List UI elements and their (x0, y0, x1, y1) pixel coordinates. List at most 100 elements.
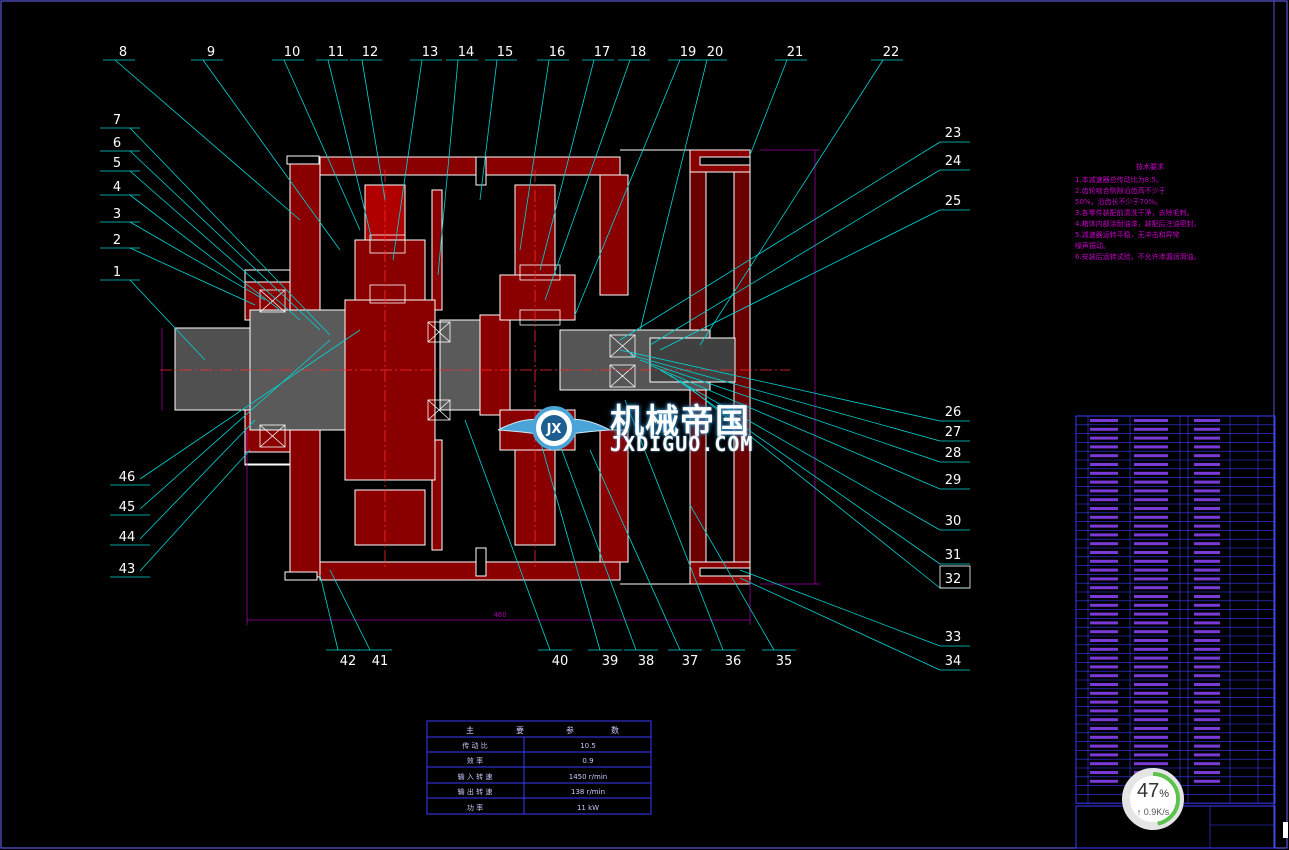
bom-text-mark (1134, 621, 1168, 625)
leader-line (129, 221, 266, 301)
bom-text-mark (1194, 507, 1220, 510)
bom-text-mark (1194, 586, 1220, 590)
bom-text-mark (1090, 427, 1118, 431)
callout-number: 39 (602, 654, 619, 669)
leader-line (689, 504, 775, 651)
leader-line (659, 209, 941, 351)
callout-number: 44 (119, 530, 136, 545)
bom-text-mark (1090, 577, 1118, 581)
bom-text-mark (1194, 559, 1220, 563)
bom-text-mark (1194, 621, 1220, 625)
leader-line (202, 59, 341, 251)
bom-text-mark (1134, 735, 1168, 739)
callout-number: 18 (630, 45, 647, 60)
bom-text-mark (1090, 498, 1118, 502)
bom-text-mark (1090, 683, 1118, 686)
speed-percent: 47% (1136, 780, 1170, 802)
leader-line (539, 439, 601, 651)
callout-number: 8 (119, 45, 127, 60)
leader-line (329, 569, 371, 651)
callout-number: 16 (549, 45, 566, 60)
callout-number: 19 (680, 45, 697, 60)
bom-text-mark (1194, 718, 1220, 722)
bom-text-mark (1134, 647, 1168, 651)
bom-text-mark (1090, 533, 1118, 537)
bom-text-mark (1194, 419, 1220, 422)
bom-text-mark (1090, 612, 1118, 616)
param-label: 输 出 转 速 (458, 787, 493, 796)
leader-line (559, 444, 637, 651)
leader-line (624, 399, 724, 651)
bom-text-mark (1194, 709, 1220, 713)
bom-text-mark (1194, 542, 1220, 546)
param-label: 输 入 转 速 (458, 772, 493, 781)
callout-number: 24 (945, 154, 962, 169)
bom-text-mark (1090, 542, 1118, 546)
callout-number: 4 (113, 180, 121, 195)
bom-text-mark (1134, 612, 1168, 616)
param-header-cell: 参 (566, 725, 574, 735)
bom-text-mark (1134, 568, 1168, 572)
param-value: 11 kW (577, 804, 599, 812)
leader-line (139, 339, 331, 510)
leader-line (392, 59, 423, 261)
callout-number: 14 (458, 45, 475, 60)
leader-line (539, 59, 595, 271)
callout-number: 38 (638, 654, 655, 669)
bom-text-mark (1134, 744, 1168, 748)
callout-number: 3 (113, 207, 121, 222)
bom-text-mark (1090, 515, 1118, 519)
leader-line (129, 127, 331, 336)
leader-line (619, 349, 941, 422)
bom-text-mark (1194, 630, 1220, 634)
bom-text-mark (1194, 612, 1220, 616)
leader-line (129, 194, 281, 311)
leader-line (649, 364, 941, 490)
leader-lines (100, 59, 970, 671)
bom-text-mark (1194, 639, 1220, 642)
param-label: 效 率 (467, 756, 483, 765)
leader-line (327, 59, 373, 241)
param-value: 1450 r/min (569, 773, 607, 781)
logo-badge: JX (546, 422, 562, 437)
bom-text-mark (1090, 674, 1118, 678)
tech-note-line: 1.本减速器总传动比为8.5。 (1075, 176, 1163, 184)
dimension-460: 460 (493, 611, 506, 619)
bom-text-mark (1134, 454, 1168, 458)
callout-number: 34 (945, 654, 962, 669)
tech-note-line: 2.齿轮啮合侧隙沿齿高不少于 (1075, 187, 1166, 195)
gear-wings-icon: JX (496, 406, 612, 450)
bom-text-mark (1090, 621, 1118, 625)
leader-line (283, 59, 361, 231)
speed-rate: ↑ 0.9K/s (1136, 807, 1170, 817)
bom-text-mark (1134, 471, 1168, 475)
leader-line (139, 419, 256, 540)
bom-text-mark (1134, 700, 1168, 704)
callout-number: 5 (113, 156, 121, 171)
bom-text-mark (1194, 665, 1220, 669)
bom-text-mark (1194, 762, 1220, 766)
bom-text-mark (1090, 744, 1118, 748)
bom-text-mark (1134, 551, 1168, 554)
tech-notes-title: 技术要求 (1136, 163, 1164, 171)
watermark-logo: JX 机械帝国 JXDIGUO.COM (496, 392, 798, 462)
bom-text-mark (1134, 656, 1168, 660)
callout-number: 26 (945, 405, 962, 420)
bom-text-mark (1194, 463, 1220, 466)
bom-text-mark (1194, 427, 1220, 431)
leader-line (319, 574, 339, 651)
bom-text-mark (1134, 559, 1168, 563)
speed-widget[interactable]: 47% ↑ 0.9K/s (1122, 768, 1184, 830)
leader-line (114, 59, 301, 221)
bom-text-mark (1194, 524, 1220, 528)
callout-number: 23 (945, 126, 962, 141)
leader-line (129, 170, 301, 321)
bom-text-mark (1090, 735, 1118, 739)
bom-text-mark (1194, 551, 1220, 554)
leader-line (139, 329, 361, 480)
bom-text-mark (1090, 709, 1118, 713)
leader-line (139, 449, 251, 572)
leader-line (639, 59, 708, 331)
callout-number: 46 (119, 470, 136, 485)
callout-number: 35 (776, 654, 793, 669)
